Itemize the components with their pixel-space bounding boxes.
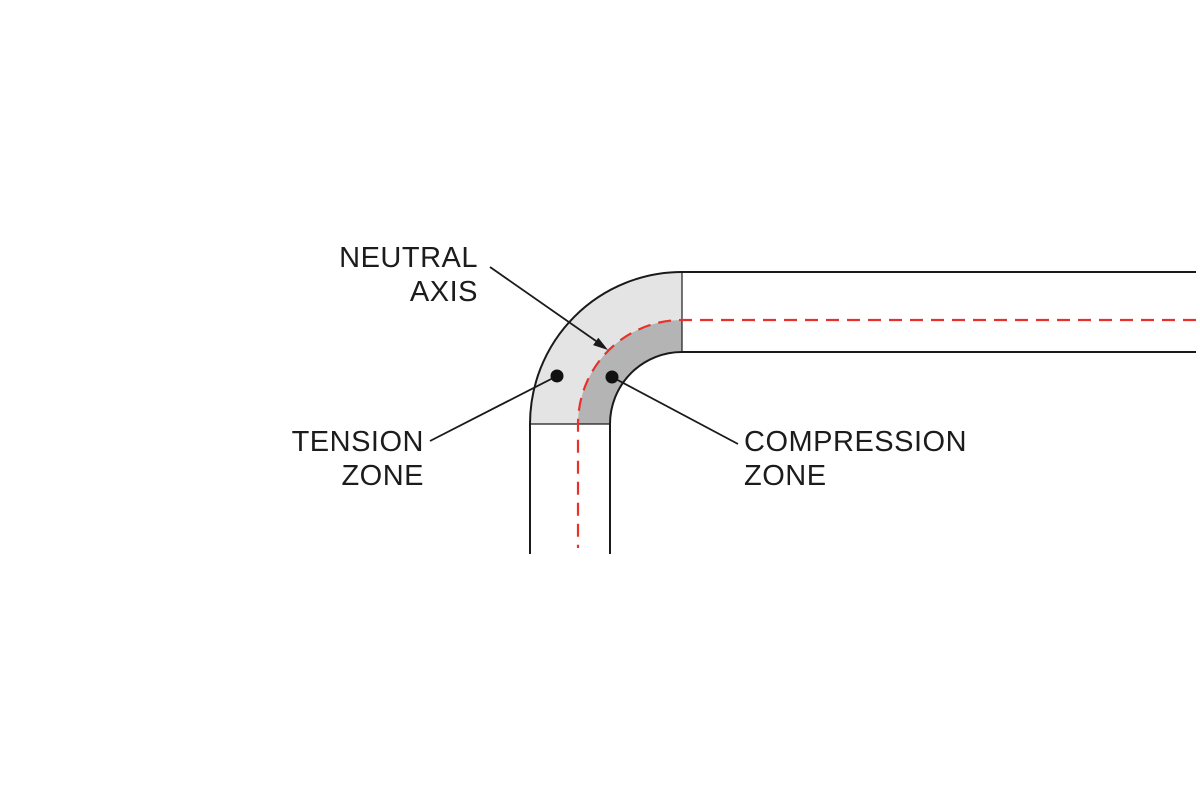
- compression-zone-marker-dot: [605, 370, 619, 384]
- tension-zone-label-line2: ZONE: [341, 460, 424, 492]
- compression-zone-leader-line: [611, 376, 739, 445]
- annotations: [429, 266, 739, 445]
- neutral-axis-centerline: [576, 318, 1196, 548]
- neutral-axis-arrowhead-icon: [593, 337, 608, 350]
- compression-zone-region: [578, 320, 682, 424]
- inner-bend-arc: [609, 351, 683, 425]
- neutral-axis-label-line2: AXIS: [410, 276, 478, 308]
- neutral-axis-label-line1: NEUTRAL: [339, 242, 478, 274]
- neutral-axis-leader-line: [489, 266, 597, 342]
- compression-zone-label-line1: COMPRESSION: [744, 426, 967, 458]
- tension-zone-label-line1: TENSION: [292, 426, 424, 458]
- labels: NEUTRAL AXIS TENSION ZONE COMPRESSION ZO…: [292, 242, 967, 492]
- outer-bend-arc: [529, 271, 683, 425]
- compression-zone-label-line2: ZONE: [744, 460, 827, 492]
- tension-zone-marker-dot: [550, 369, 564, 383]
- tension-zone-leader-line: [429, 375, 558, 442]
- pipe-outline: [529, 271, 1196, 554]
